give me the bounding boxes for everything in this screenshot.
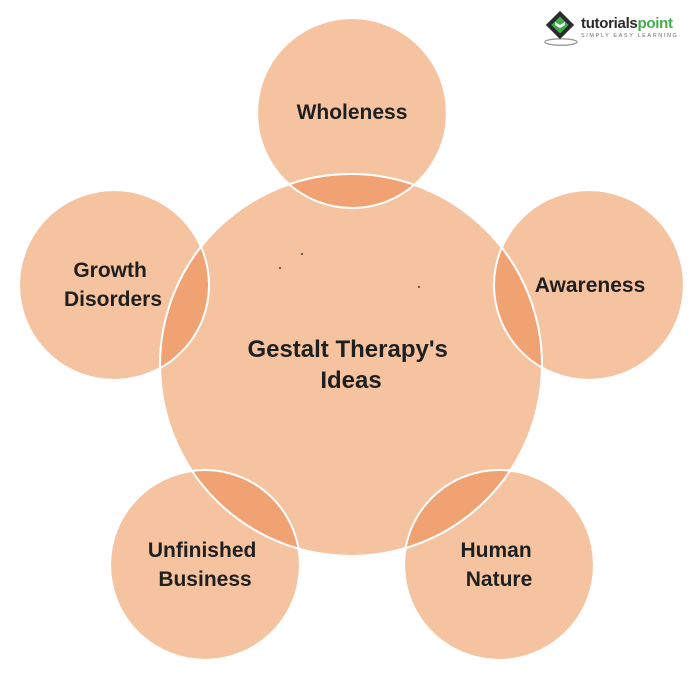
logo-wordmark: tutorialspoint xyxy=(581,15,673,32)
unfinished-business-outline xyxy=(109,469,301,661)
speck-mark xyxy=(418,286,420,288)
logo-name-part1: tutorials xyxy=(581,15,638,32)
center-outline xyxy=(159,173,543,557)
center-label: Gestalt Therapy's Ideas xyxy=(247,336,454,394)
tutorialspoint-logo: tutorialspoint SIMPLY EASY LEARNING xyxy=(543,10,689,50)
logo-tagline: SIMPLY EASY LEARNING xyxy=(581,33,679,39)
growth-disorders-label: Growth Disorders xyxy=(64,259,162,311)
logo-base-swoosh xyxy=(544,38,578,46)
growth-disorders-outline xyxy=(18,189,210,381)
speck-mark xyxy=(301,253,303,255)
circle-outlines xyxy=(18,17,685,661)
speck-marks xyxy=(279,253,420,288)
awareness-outline xyxy=(493,189,685,381)
speck-mark xyxy=(279,267,281,269)
wholeness-outline xyxy=(256,17,448,209)
human-nature-overlap xyxy=(404,470,542,556)
awareness-label: Awareness xyxy=(535,274,646,297)
logo-book-mark xyxy=(555,22,565,28)
logo-mark-icon xyxy=(544,10,578,46)
unfinished-business-label: Unfinished Business xyxy=(148,539,262,591)
logo-name-part2: point xyxy=(637,15,673,32)
unfinished-business-overlap xyxy=(160,470,300,556)
human-nature-label: Human Nature xyxy=(460,539,537,591)
human-nature-outline xyxy=(403,469,595,661)
wholeness-label: Wholeness xyxy=(297,101,408,124)
